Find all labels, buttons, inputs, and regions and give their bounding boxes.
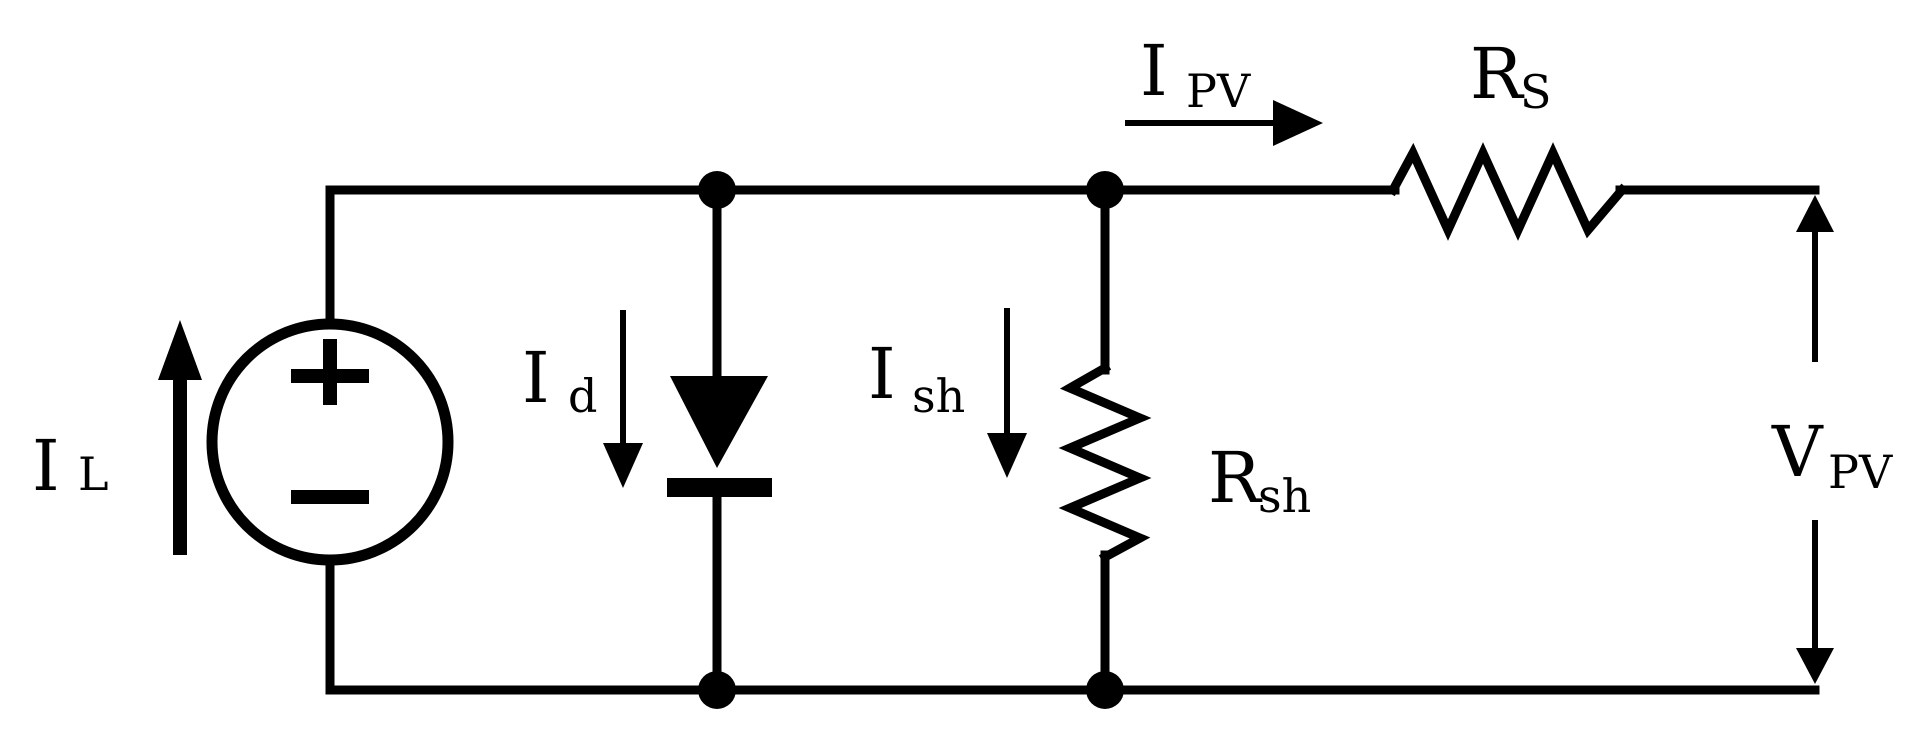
label-ipv-sub: PV — [1186, 64, 1251, 118]
label-il-sub: L — [78, 447, 109, 501]
diode-bar — [667, 478, 772, 497]
label-ipv-main: I — [1140, 30, 1168, 112]
diode-triangle — [670, 376, 768, 468]
junction-dot — [1086, 671, 1124, 709]
label-rsh-main: R — [1208, 437, 1263, 519]
label-rs-sub: S — [1520, 65, 1552, 119]
junction-dots — [698, 171, 1124, 709]
plus-sign-vertical — [323, 339, 337, 405]
label-ipv: I PV — [1140, 30, 1251, 118]
vpv-arrow-head-top — [1796, 195, 1834, 232]
label-vpv-main: V — [1771, 411, 1824, 493]
label-ish-sub: sh — [912, 369, 965, 423]
source-circle — [206, 318, 454, 566]
label-rsh-sub: sh — [1258, 469, 1311, 523]
label-vpv-sub: PV — [1828, 445, 1893, 499]
label-il-main: I — [32, 425, 60, 507]
label-id-sub: d — [568, 369, 597, 423]
vpv-arrow-head-bottom — [1796, 648, 1834, 684]
label-vpv: V PV — [1771, 411, 1893, 499]
label-rsh: R sh — [1208, 437, 1311, 523]
label-id: I d — [522, 337, 597, 423]
junction-dot — [698, 671, 736, 709]
ipv-arrow-head — [1273, 100, 1323, 146]
junction-dot — [698, 171, 736, 209]
ish-arrow-head — [987, 433, 1027, 478]
minus-sign — [291, 490, 369, 504]
current-source — [206, 318, 454, 566]
circuit-wires — [325, 185, 1820, 695]
ipv-arrow — [1125, 100, 1323, 146]
il-arrow-head — [158, 320, 202, 380]
junction-dot — [1086, 171, 1124, 209]
shunt-resistor — [1058, 361, 1152, 564]
bottom-wire — [325, 558, 1820, 695]
label-ish-main: I — [868, 333, 896, 415]
il-arrow — [158, 320, 202, 555]
vpv-arrow — [1796, 195, 1834, 684]
id-arrow-head — [603, 443, 643, 488]
label-rs-main: R — [1470, 33, 1525, 115]
series-resistor — [1386, 142, 1629, 241]
label-rs: R S — [1470, 33, 1552, 119]
label-ish: I sh — [868, 333, 965, 423]
diode-symbol — [667, 376, 772, 497]
label-il: I L — [32, 425, 109, 507]
top-wire-left — [325, 185, 1400, 326]
id-arrow — [603, 310, 643, 488]
ish-arrow — [987, 308, 1027, 478]
label-id-main: I — [522, 337, 550, 419]
